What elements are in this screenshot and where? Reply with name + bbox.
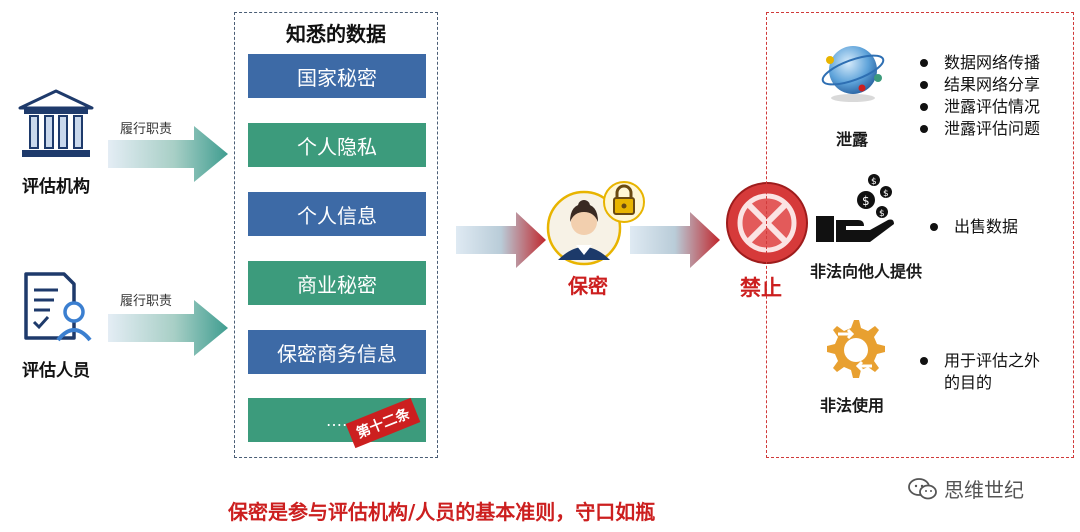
sell-bullets: 出售数据 — [930, 216, 1018, 238]
leak-bullet: 泄露评估问题 — [920, 118, 1040, 140]
svg-text:$: $ — [883, 189, 889, 199]
prohibited-actions-box — [766, 12, 1074, 458]
hand-money-icon: $ $ $ $ — [816, 174, 894, 242]
leak-bullet: 泄露评估情况 — [920, 96, 1040, 118]
data-item-state-secret: 国家秘密 — [248, 54, 426, 98]
bank-building-icon — [18, 89, 94, 157]
to-forbidden-arrow — [630, 212, 720, 268]
misuse-bullets: 用于评估之外的目的 — [920, 350, 1040, 394]
confidential-group: 保密 — [544, 178, 656, 298]
globe-network-icon — [821, 46, 885, 102]
watermark: 思维世纪 — [908, 474, 1024, 503]
data-item-trade-secret: 商业秘密 — [248, 261, 426, 305]
person-arrow — [108, 300, 228, 356]
leak-bullet: 数据网络传播 — [920, 52, 1040, 74]
org-group: 评估机构 — [10, 88, 102, 198]
forbidden-label: 禁止 — [740, 276, 782, 300]
data-item-confidential-business-info: 保密商务信息 — [248, 330, 426, 374]
forbidden-group: 禁止 — [724, 180, 814, 300]
person-group: 评估人员 — [10, 268, 102, 381]
staff-document-icon — [24, 272, 92, 342]
org-duty-label: 履行职责 — [120, 122, 173, 137]
org-label: 评估机构 — [22, 177, 90, 197]
person-duty-label: 履行职责 — [120, 294, 173, 309]
misuse-bullet: 用于评估之外的目的 — [920, 350, 1040, 394]
leak-label: 泄露 — [835, 130, 868, 149]
sell-label: 非法向他人提供 — [810, 262, 923, 281]
gear-cycle-icon — [827, 320, 885, 378]
org-arrow — [108, 126, 228, 182]
to-confidential-arrow — [456, 212, 546, 268]
svg-text:$: $ — [879, 209, 885, 219]
sell-bullet: 出售数据 — [930, 216, 1018, 238]
watermark-text: 思维世纪 — [944, 478, 1024, 502]
footer-statement: 保密是参与评估机构/人员的基本准则，守口如瓶 — [228, 500, 656, 524]
leak-bullets: 数据网络传播 结果网络分享 泄露评估情况 泄露评估问题 — [920, 52, 1040, 140]
person-label: 评估人员 — [22, 361, 90, 381]
svg-text:$: $ — [862, 194, 870, 208]
person-with-lock-icon — [546, 181, 645, 266]
known-data-title: 知悉的数据 — [286, 22, 386, 46]
misuse-label: 非法使用 — [819, 396, 884, 415]
leak-bullet: 结果网络分享 — [920, 74, 1040, 96]
svg-text:$: $ — [871, 177, 877, 187]
wechat-logo-icon — [908, 477, 937, 499]
data-item-personal-privacy: 个人隐私 — [248, 123, 426, 167]
confidential-label: 保密 — [568, 274, 608, 298]
prohibited-x-icon — [726, 182, 808, 264]
data-item-personal-info: 个人信息 — [248, 192, 426, 236]
known-data-box — [234, 12, 438, 458]
